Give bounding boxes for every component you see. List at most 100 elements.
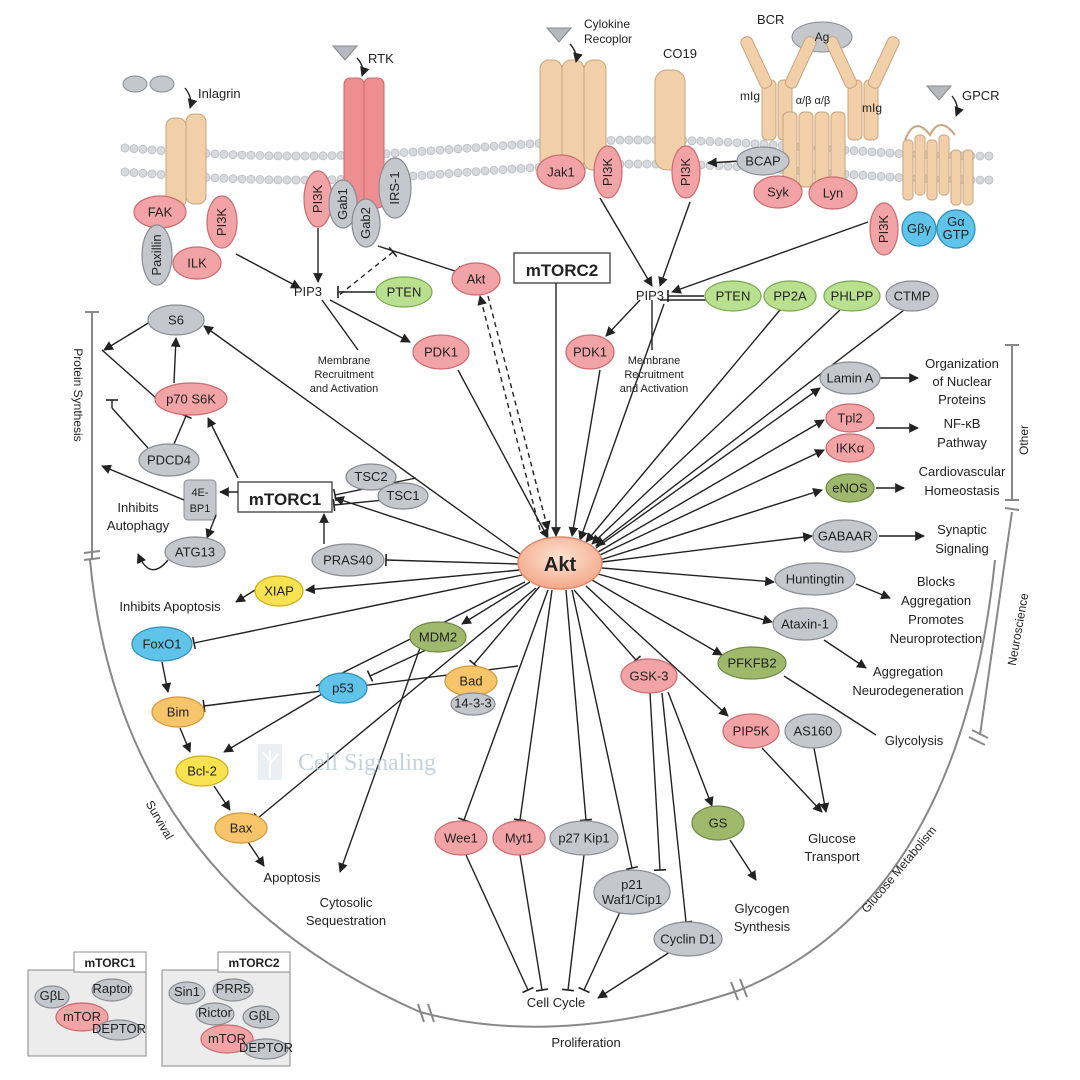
xiap-label: XIAP [264, 584, 294, 599]
syk-shape [753, 175, 803, 209]
ctmp-node: CTMP [885, 280, 939, 312]
tsc1-node: TSC1 [377, 482, 429, 510]
edge-59 [305, 569, 521, 595]
akt-hub: Akt [517, 536, 603, 590]
huntingtin-label: Huntingtin [786, 572, 845, 587]
edge-65-bar [366, 670, 374, 682]
inhibits-autophagy-1: Inhibits [117, 500, 159, 515]
jak1-node: Jak1 [536, 154, 586, 190]
edge-73 [101, 349, 157, 399]
pip3-right-label: PIP3 [636, 288, 664, 303]
p1433-shape [450, 692, 496, 716]
mtorc1-box-label: mTORC1 [249, 490, 321, 509]
m2-sin1-shape [168, 981, 206, 1005]
akt-hub-label: Akt [544, 554, 577, 576]
bim-label: Bim [167, 705, 189, 720]
wee1-shape [434, 820, 488, 856]
autophagy-curve [136, 553, 169, 571]
pras40-shape [311, 543, 385, 577]
edge-39 [585, 585, 729, 717]
p53-node: p53 [318, 672, 368, 704]
edge-26 [599, 449, 825, 556]
survival-section-label: Survival [143, 798, 176, 842]
pi3k-integrin-label: PI3K [214, 208, 229, 237]
m2-gbl-shape [242, 1005, 280, 1029]
waf1-label: Waf1/Cip1 [602, 892, 662, 907]
m2-sin1-label: Sin1 [174, 984, 200, 999]
ctmp-shape [885, 280, 939, 312]
bcr-label: BCR [757, 12, 784, 27]
gbg-node: Gβγ [901, 211, 937, 247]
pfkfb2-node: PFKFB2 [717, 646, 787, 680]
aggr-2: Neurodegeneration [852, 683, 963, 698]
pi3k-gpcr-shape [869, 202, 899, 256]
s6-shape [147, 304, 205, 336]
integrin-label: Inlagrin [198, 86, 241, 101]
mtorc1-inset-title: mTORC1 [84, 956, 135, 970]
irs1-label: IRS-1 [387, 171, 402, 204]
mtorc2-box-label: mTORC2 [526, 261, 598, 280]
pdk1-right-label: PDK1 [573, 345, 607, 360]
p27-shape [549, 820, 619, 856]
edge-84 [179, 727, 192, 753]
tpl2-label: Tpl2 [837, 411, 862, 426]
xiap-shape [254, 575, 304, 607]
lyn-node: Lyn [808, 176, 858, 210]
m2-prr5-shape [212, 978, 254, 1002]
mtorc1-box [237, 481, 333, 513]
myt1-node: Myt1 [492, 820, 546, 856]
nfkb-2: Pathway [937, 435, 987, 450]
lyn-label: Lyn [823, 186, 843, 201]
gbg-shape [901, 211, 937, 247]
m2-mtor-shape [200, 1024, 254, 1054]
m1-gbl-shape [34, 985, 70, 1009]
ikka-label: IKKα [836, 441, 865, 456]
ilk-label: ILK [187, 256, 207, 271]
edge-76 [111, 407, 149, 449]
compartment-arc [83, 311, 1020, 1028]
cardio-2: Homeostasis [924, 483, 1000, 498]
enos-node: eNOS [825, 473, 875, 503]
cytosolic-2: Sequestration [306, 913, 386, 928]
edge-70 [207, 417, 239, 479]
edge-82 [161, 661, 172, 693]
edge-36 [855, 583, 891, 600]
edge-27 [599, 487, 823, 561]
pten-right-label: PTEN [716, 289, 751, 304]
blocks-3: Promotes [908, 612, 964, 627]
edge-55 [597, 951, 671, 999]
irs1-node: IRS-1 [378, 157, 412, 219]
gab1-label: Gab1 [335, 188, 350, 220]
edge-8 [658, 201, 691, 287]
m1-raptor-shape [91, 978, 133, 1002]
as160-node: AS160 [784, 713, 842, 749]
bcap-label: BCAP [745, 154, 780, 169]
jak1-label: Jak1 [547, 165, 574, 180]
edge-16 [477, 295, 541, 531]
m1-deptor-node: DEPTOR [92, 1019, 146, 1041]
ligand-arrow-0 [184, 87, 198, 109]
neuroscience-label: Neuroscience [1005, 592, 1032, 667]
edge-58 [385, 559, 519, 565]
edge-60 [193, 574, 523, 644]
mdm2-label: MDM2 [419, 630, 457, 645]
akt-small-node: Akt [451, 262, 501, 296]
edge-62 [473, 585, 541, 665]
jak1-shape [536, 154, 586, 190]
pp2a-shape [763, 280, 817, 312]
s6-label: S6 [168, 313, 184, 328]
lamin-a-label: Lamin A [827, 371, 874, 386]
p70s6k-node: p70 S6K [154, 382, 228, 416]
pten-right-node: PTEN [704, 280, 762, 312]
edge-54-bar [578, 986, 590, 994]
pi3k-cd19-node: PI3K [671, 145, 701, 199]
inhibits-apoptosis-label: Inhibits Apoptosis [119, 599, 221, 614]
edge-41 [649, 692, 661, 871]
cd19-receptor [654, 69, 686, 171]
edge-29 [601, 567, 775, 587]
glycolysis-label: Glycolysis [885, 733, 944, 748]
m2-deptor-shape [243, 1038, 289, 1060]
pi3k-rtk-node: PI3K [303, 170, 333, 228]
org-1: Organization [925, 356, 999, 371]
